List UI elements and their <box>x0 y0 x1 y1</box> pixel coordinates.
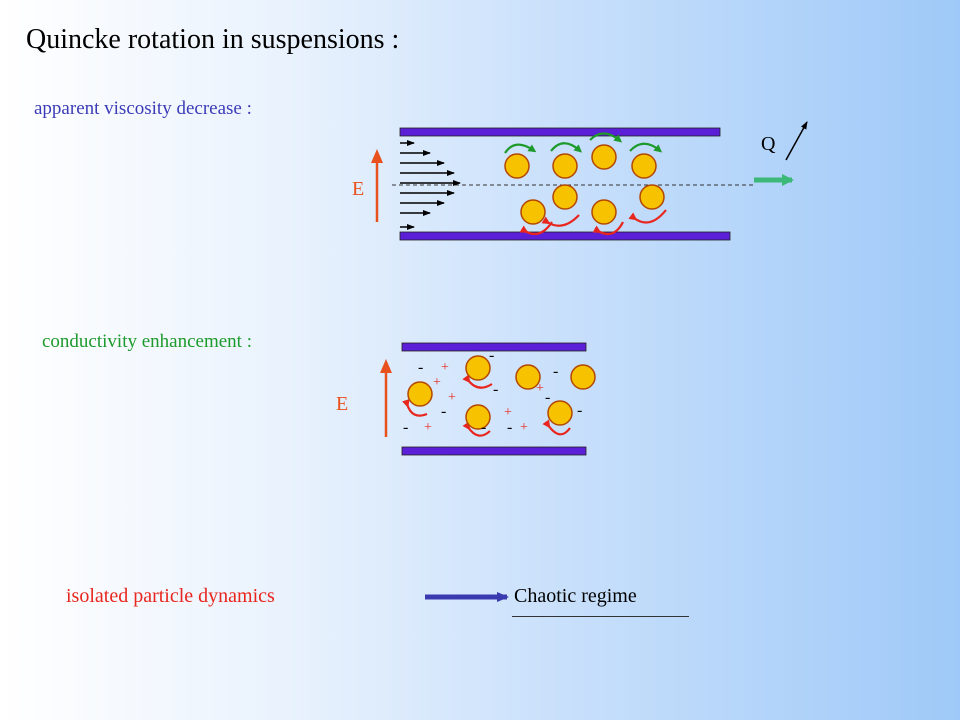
positive-charge: + <box>520 420 528 435</box>
negative-charge: - <box>418 359 423 376</box>
flow-rate-label: Q <box>761 133 776 155</box>
particle <box>631 153 657 179</box>
field-label: E <box>336 393 348 415</box>
particle <box>465 355 491 381</box>
particles-conductivity <box>407 355 596 430</box>
bottom-electrode <box>401 446 587 456</box>
negative-charge: - <box>493 381 498 398</box>
chaotic-regime-underline <box>512 616 689 617</box>
top-plate <box>399 127 721 137</box>
particle <box>520 199 546 225</box>
negative-charge: - <box>481 419 486 436</box>
particle <box>639 184 665 210</box>
negative-charge: - <box>553 363 558 380</box>
rotation-arrows-lower <box>519 209 667 236</box>
negative-charge: - <box>545 389 550 406</box>
particles-viscosity <box>504 144 665 225</box>
positive-charge: + <box>433 375 441 390</box>
particle <box>547 400 573 426</box>
charges: - + + + - - - - + - + - - + - + - <box>403 347 582 436</box>
flow-rate-arrow <box>785 121 808 161</box>
chaotic-regime-label: Chaotic regime <box>514 585 637 607</box>
rotation-arrows <box>401 374 571 437</box>
particle <box>591 199 617 225</box>
viscosity-panel: E Q <box>352 121 808 241</box>
rotation-arrows-upper <box>504 132 663 154</box>
positive-charge: + <box>504 405 512 420</box>
negative-charge: - <box>507 419 512 436</box>
positive-charge: + <box>448 390 456 405</box>
negative-charge: - <box>441 403 446 420</box>
particle <box>407 381 433 407</box>
negative-charge: - <box>403 419 408 436</box>
positive-charge: + <box>424 420 432 435</box>
page-title: Quincke rotation in suspensions : <box>26 24 400 55</box>
viscosity-heading: apparent viscosity decrease : <box>34 98 252 119</box>
isolated-dynamics-label: isolated particle dynamics <box>66 585 275 607</box>
negative-charge: - <box>577 402 582 419</box>
particle <box>465 404 491 430</box>
flow-profile-arrows <box>400 140 461 230</box>
positive-charge: + <box>536 381 544 396</box>
particle <box>515 364 541 390</box>
conductivity-panel: E - + + + - - - - + - <box>336 342 596 456</box>
positive-charge: + <box>441 360 449 375</box>
top-electrode <box>401 342 587 352</box>
particle <box>552 153 578 179</box>
particle <box>570 364 596 390</box>
negative-charge: - <box>489 347 494 364</box>
particle <box>552 184 578 210</box>
field-label: E <box>352 178 364 200</box>
conductivity-heading: conductivity enhancement : <box>42 331 252 352</box>
particle <box>591 144 617 170</box>
particle <box>504 153 530 179</box>
bottom-plate <box>399 231 731 241</box>
